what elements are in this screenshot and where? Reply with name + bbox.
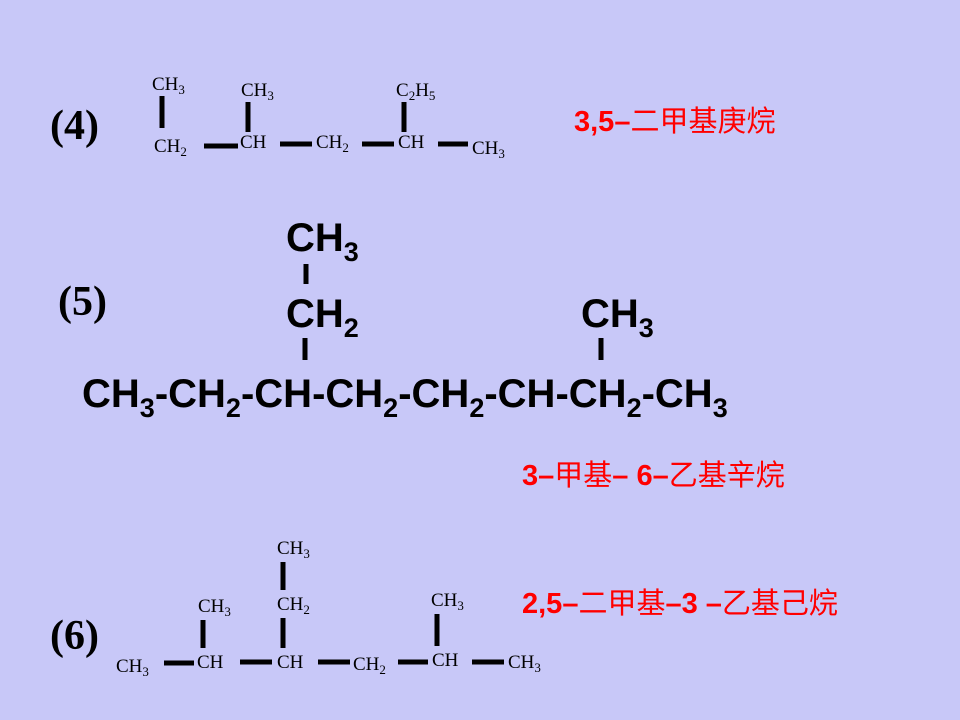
main-chain: CH3-CH2-CH-CH2-CH2-CH-CH2-CH3 xyxy=(82,372,728,423)
chain-group: CH xyxy=(654,372,713,416)
compound-name-5: 3–甲基– 6–乙基辛烷 xyxy=(522,458,785,492)
compound-name-4: 3,5–二甲基庚烷 xyxy=(574,104,776,138)
branch-ch3: CH3 xyxy=(286,216,359,267)
chain-group: CH xyxy=(411,372,470,416)
group-ch: CH xyxy=(197,652,224,673)
group-ch3: CH3 xyxy=(116,656,149,679)
chain-group: CH xyxy=(254,372,313,416)
group-ch3: CH3 xyxy=(241,80,274,103)
compound-number-6: (6) xyxy=(50,613,99,659)
chain-group: CH xyxy=(568,372,627,416)
compound-number-4: (4) xyxy=(50,103,99,149)
group-ch: CH xyxy=(432,650,459,671)
group-ch2: CH2 xyxy=(154,136,187,159)
group-c2h5: C2H5 xyxy=(396,80,436,103)
group-ch: CH xyxy=(277,652,304,673)
branch-ch2: CH2 xyxy=(286,292,359,343)
chain-group: CH xyxy=(497,372,556,416)
group-ch3: CH3 xyxy=(508,652,541,675)
group-ch2: CH2 xyxy=(353,654,386,677)
group-ch3: CH3 xyxy=(277,538,310,561)
group-ch2: CH2 xyxy=(277,594,310,617)
group-ch3: CH3 xyxy=(152,74,185,97)
compound-number-5: (5) xyxy=(58,279,107,325)
group-ch3: CH3 xyxy=(472,138,505,161)
chain-group: CH xyxy=(168,372,226,416)
chain-group: CH xyxy=(325,372,384,416)
group-ch3: CH3 xyxy=(198,596,231,619)
chain-group: CH xyxy=(82,372,140,416)
group-ch: CH xyxy=(240,132,267,153)
group-ch3: CH3 xyxy=(431,590,464,613)
compound-name-6: 2,5–二甲基–3 –乙基己烷 xyxy=(522,586,838,620)
group-ch: CH xyxy=(398,132,425,153)
group-ch2: CH2 xyxy=(316,132,349,155)
branch-ch3: CH3 xyxy=(581,292,654,343)
